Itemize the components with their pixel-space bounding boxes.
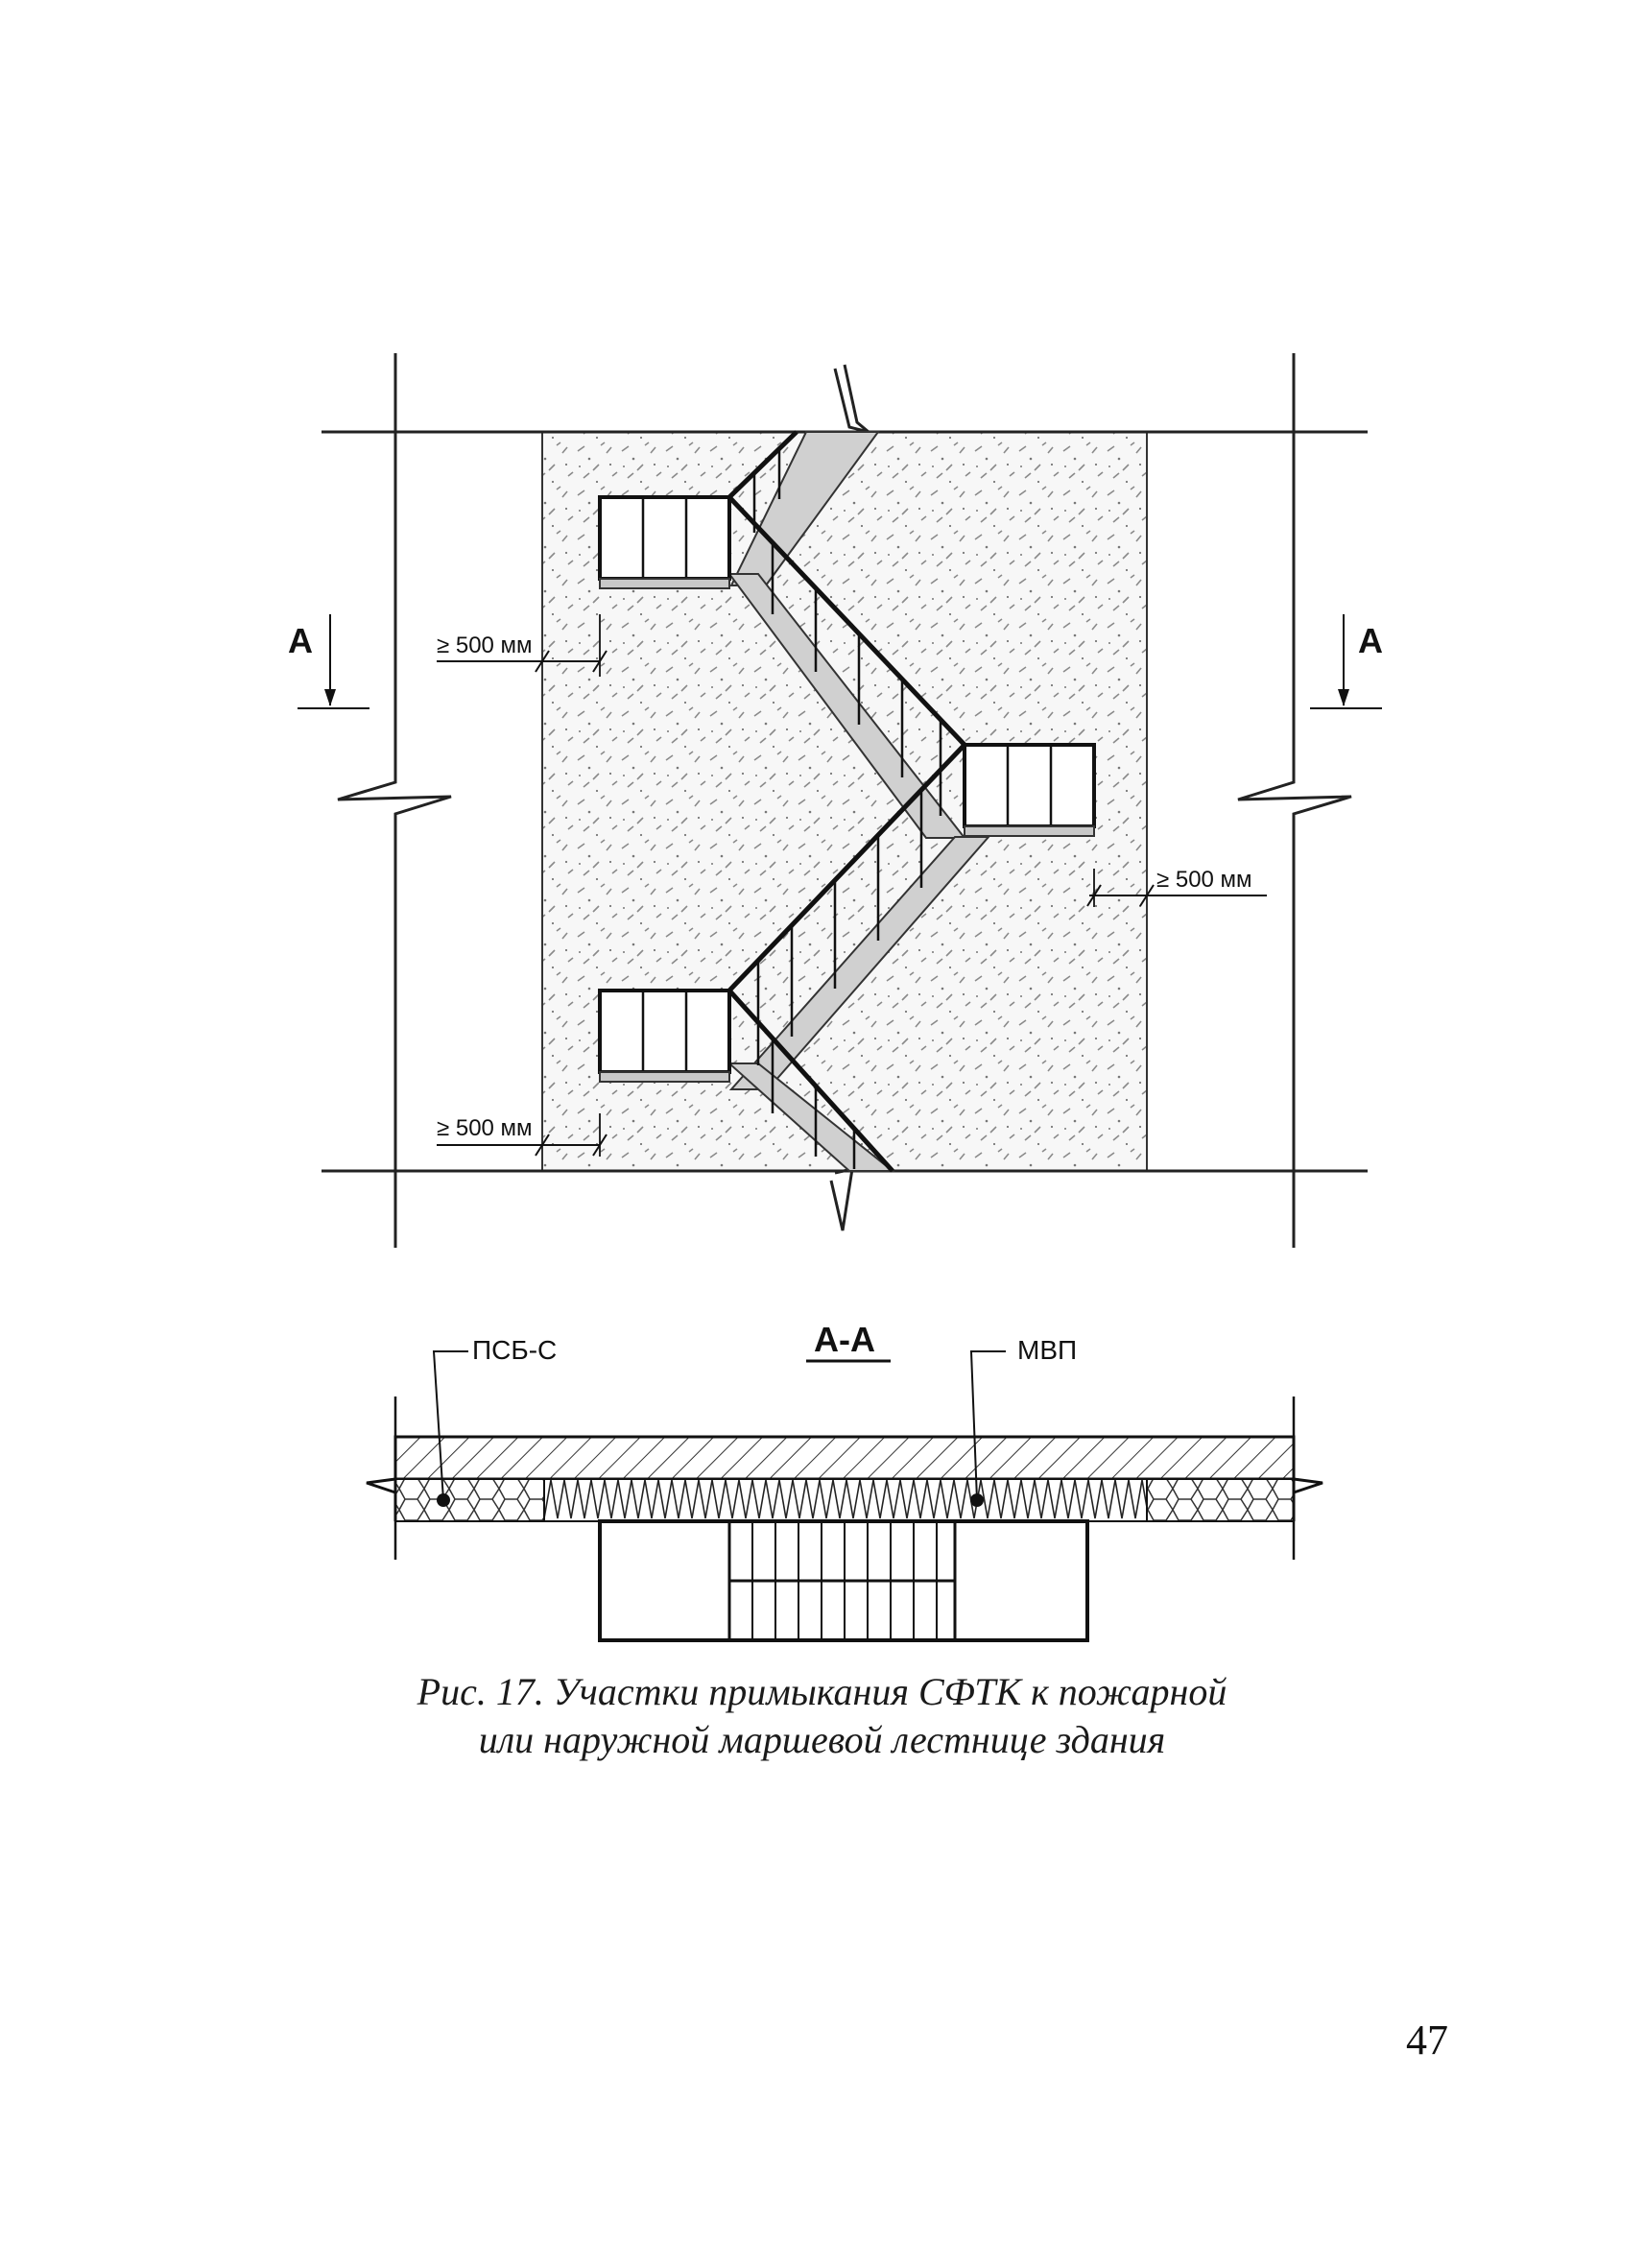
dimension-right-label: ≥ 500 мм (1156, 867, 1252, 893)
dimension-bottom-left: ≥ 500 мм (437, 1113, 608, 1157)
wall-edge-right (1237, 353, 1352, 1248)
caption-line-2: или наружной маршевой лестнице здания (478, 1718, 1166, 1761)
section-mark-left-label: А (288, 621, 313, 660)
stair-railings (727, 430, 966, 1173)
break-mark-bottom (829, 1167, 854, 1231)
section-break-left (366, 1477, 397, 1521)
section-mark-right-label: А (1358, 621, 1383, 660)
section-mark-right: А (1310, 614, 1383, 709)
plan-view: А А ≥ 500 мм ≥ 500 мм (288, 353, 1383, 1248)
landing-lower-left (598, 989, 731, 1083)
dimension-top-left: ≥ 500 мм (437, 614, 608, 677)
section-title: А-А (814, 1320, 875, 1359)
section-view: А-А (366, 1320, 1323, 1642)
stair-section (598, 1519, 1089, 1642)
break-mark-top (833, 364, 870, 434)
landing-middle-right (963, 743, 1096, 837)
dimension-top-left-label: ≥ 500 мм (437, 633, 533, 658)
caption-line-1: Рис. 17. Участки примыкания СФТК к пожар… (417, 1670, 1227, 1713)
eps-insulation-right (1146, 1478, 1295, 1522)
leader-mvp: МВП (969, 1335, 1077, 1507)
section-break-right (1292, 1477, 1323, 1521)
dimension-bottom-left-label: ≥ 500 мм (437, 1115, 533, 1141)
page-number: 47 (1406, 2017, 1448, 2064)
wall-slab-hatched (393, 1435, 1296, 1481)
section-mark-left: А (288, 614, 369, 709)
figure-caption: Рис. 17. Участки примыкания СФТК к пожар… (0, 1668, 1644, 1764)
leader-psb-s: ПСБ-С (432, 1335, 557, 1507)
wall-edge-left (337, 353, 452, 1248)
mineral-wool-insulation (543, 1478, 1148, 1522)
dimension-right: ≥ 500 мм (1086, 867, 1267, 907)
label-psb-s: ПСБ-С (472, 1335, 557, 1365)
label-mvp: МВП (1017, 1335, 1077, 1365)
eps-insulation-left (394, 1478, 545, 1522)
landing-upper-left (598, 495, 731, 589)
